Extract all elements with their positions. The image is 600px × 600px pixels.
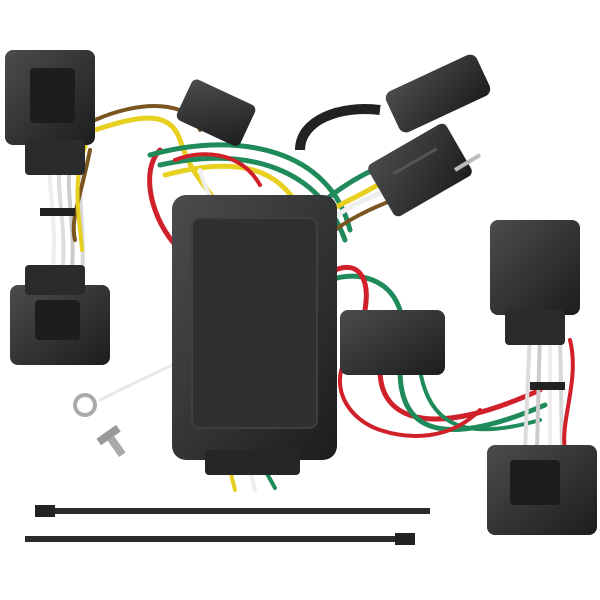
cable-tie-small-left — [40, 208, 75, 216]
ring-terminal — [73, 393, 97, 417]
connector-flat-4-way — [295, 54, 491, 217]
self-tapping-screw — [96, 424, 126, 458]
connector-bottom-left — [10, 265, 110, 365]
connector-top-middle — [176, 79, 256, 146]
cable-tie-small-right — [530, 382, 565, 390]
small-module — [340, 310, 445, 375]
connector-right-lower — [487, 445, 597, 535]
connector-top-left — [5, 50, 95, 175]
cable-ties — [25, 505, 430, 545]
connector-right-upper — [490, 220, 580, 345]
converter-box — [172, 195, 337, 475]
